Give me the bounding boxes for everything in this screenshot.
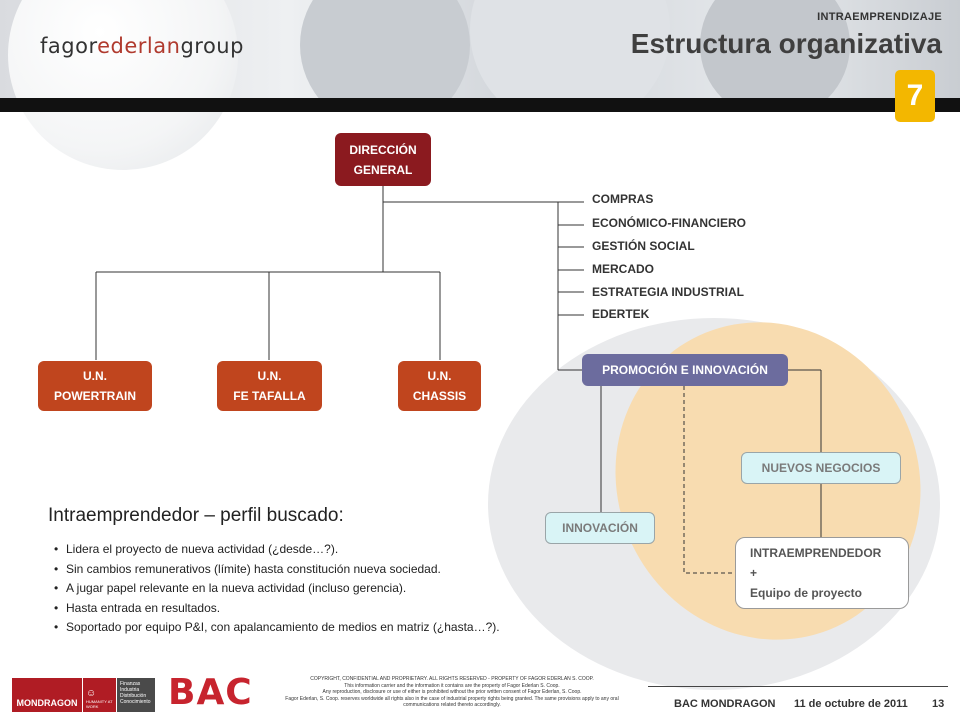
footer-date: 11 de octubre de 2011 bbox=[794, 698, 908, 710]
org-box-line: POWERTRAIN bbox=[54, 389, 136, 403]
copyright-line: communications related thereto according… bbox=[403, 702, 501, 708]
profile-bullet: Soportado por equipo P&I, con apalancami… bbox=[54, 618, 500, 638]
bac-logo: BAC bbox=[168, 672, 253, 713]
dept-compras: COMPRAS bbox=[592, 192, 654, 206]
profile-bullet-list: Lidera el proyecto de nueva actividad (¿… bbox=[54, 540, 500, 638]
footer-page-number: 13 bbox=[932, 698, 945, 710]
people-icon: ☺ bbox=[86, 688, 97, 699]
humanity-label: HUMANITY AT WORK bbox=[86, 699, 113, 709]
org-box-line: GENERAL bbox=[353, 162, 413, 177]
org-box-promocion-innovacion: PROMOCIÓN E INNOVACIÓN bbox=[582, 354, 788, 386]
page-title: Estructura organizativa bbox=[630, 28, 942, 59]
connector-dashed-intrapreneur bbox=[683, 386, 735, 574]
profile-bullet: Lidera el proyecto de nueva actividad (¿… bbox=[54, 540, 500, 560]
profile-bullet: Sin cambios remunerativos (límite) hasta… bbox=[54, 560, 500, 580]
profile-title: Intraemprendedor – perfil buscado: bbox=[48, 505, 344, 526]
copyright-line: Fagor Ederlan, S. Coop. reserves worldwi… bbox=[285, 695, 619, 702]
slide-number-badge: 7 bbox=[895, 70, 935, 122]
logo-part-ederlan: ederlan bbox=[97, 34, 181, 58]
copyright-line: This information carrier and the informa… bbox=[344, 682, 560, 689]
logo-part-fagor: fagor bbox=[40, 34, 98, 58]
org-box-intraemprendedor: INTRAEMPRENDEDOR + Equipo de proyecto bbox=[735, 537, 909, 609]
mondragon-logo: MONDRAGON bbox=[12, 678, 82, 712]
business-areas-logo: Finanzas Industria Distribución Conocimi… bbox=[117, 678, 155, 712]
org-box-line: U.N. bbox=[83, 369, 107, 383]
footer-org-name: BAC MONDRAGON bbox=[674, 698, 776, 710]
section-kicker: INTRAEMPRENDIZAJE bbox=[817, 11, 942, 23]
dept-economico-financiero: ECONÓMICO-FINANCIERO bbox=[592, 216, 746, 230]
org-box-nuevos-negocios: NUEVOS NEGOCIOS bbox=[741, 452, 901, 484]
dept-estrategia-industrial: ESTRATEGIA INDUSTRIAL bbox=[592, 285, 744, 299]
org-box-line: FE TAFALLA bbox=[233, 389, 306, 403]
header-bar bbox=[0, 98, 960, 112]
org-box-direccion-general: DIRECCIÓN GENERAL bbox=[335, 133, 431, 186]
gear-decoration bbox=[470, 0, 670, 98]
humanity-at-work-logo: ☺ HUMANITY AT WORK bbox=[83, 678, 116, 712]
copyright-line: COPYRIGHT, CONFIDENTIAL AND PROPRIETARY.… bbox=[310, 676, 594, 682]
org-box-line: INTRAEMPRENDEDOR bbox=[750, 546, 882, 560]
profile-bullet: A jugar papel relevante en la nueva acti… bbox=[54, 579, 500, 599]
area-label: Distribución bbox=[120, 693, 147, 699]
org-box-line: + bbox=[750, 566, 758, 580]
org-box-line: Equipo de proyecto bbox=[750, 586, 863, 600]
footer-divider bbox=[648, 686, 948, 687]
company-logo: fagorederlangroup bbox=[40, 34, 244, 58]
gear-decoration bbox=[700, 0, 850, 98]
org-box-line: U.N. bbox=[427, 369, 452, 383]
org-box-un-fe-tafalla: U.N. FE TAFALLA bbox=[217, 361, 322, 411]
area-label: Finanzas bbox=[120, 681, 141, 687]
org-box-line: U.N. bbox=[257, 369, 282, 383]
org-box-un-powertrain: U.N. POWERTRAIN bbox=[38, 361, 152, 411]
copyright-notice: COPYRIGHT, CONFIDENTIAL AND PROPRIETARY.… bbox=[262, 676, 642, 709]
gear-decoration bbox=[300, 0, 470, 98]
org-box-un-chassis: U.N. CHASSIS bbox=[398, 361, 481, 411]
org-box-innovacion: INNOVACIÓN bbox=[545, 512, 655, 544]
area-label: Industria bbox=[120, 687, 140, 693]
dept-mercado: MERCADO bbox=[592, 262, 654, 276]
copyright-line: Any reproduction, disclosure or use of e… bbox=[322, 689, 582, 695]
area-label: Conocimiento bbox=[120, 699, 151, 705]
dept-gestion-social: GESTIÓN SOCIAL bbox=[592, 239, 695, 253]
logo-part-group: group bbox=[180, 34, 244, 58]
dept-edertek: EDERTEK bbox=[592, 307, 650, 321]
org-box-line: CHASSIS bbox=[412, 389, 467, 403]
org-box-line: DIRECCIÓN bbox=[349, 142, 417, 157]
profile-bullet: Hasta entrada en resultados. bbox=[54, 599, 500, 619]
